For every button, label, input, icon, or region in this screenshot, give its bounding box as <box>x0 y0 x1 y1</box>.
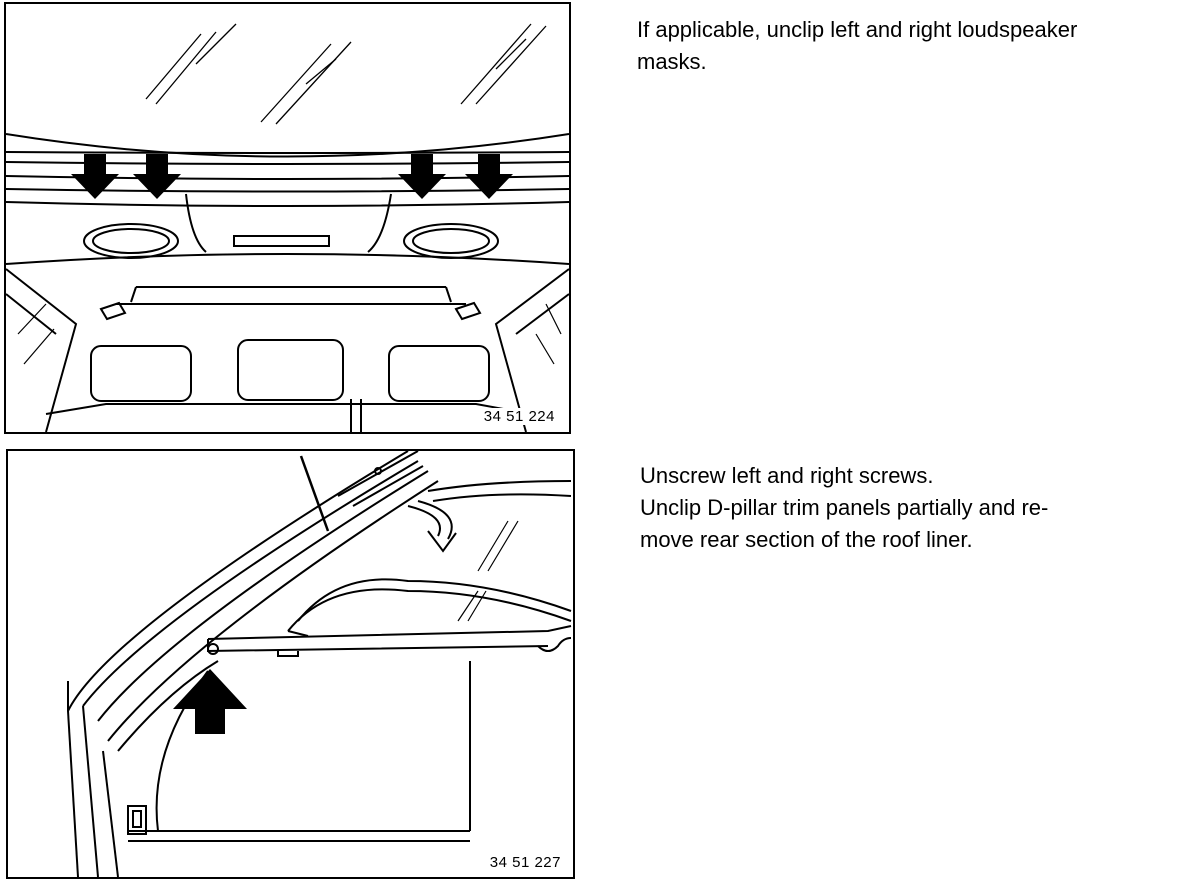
up-arrow-icon <box>173 669 247 734</box>
d-pillar-drawing <box>67 451 572 877</box>
caption-line: Unscrew left and right screws. <box>640 463 934 488</box>
caption-line: masks. <box>637 49 707 74</box>
figure-number: 34 51 227 <box>487 854 563 871</box>
rear-shelf-drawing <box>6 23 569 432</box>
caption-line: move rear section of the roof liner. <box>640 527 973 552</box>
caption-line: If applicable, unclip left and right lou… <box>637 17 1078 42</box>
step-caption: If applicable, unclip left and right lou… <box>637 14 1197 78</box>
illustration-d-pillar-trim: 34 51 227 <box>6 449 575 879</box>
caption-line: Unclip D-pillar trim panels partially an… <box>640 495 1049 520</box>
illustration-rear-shelf-speakers: 34 51 224 <box>4 2 571 434</box>
down-arrow-icon <box>71 154 513 199</box>
figure-number: 34 51 224 <box>481 408 557 425</box>
curved-arrow-icon <box>407 500 457 553</box>
step-caption: Unscrew left and right screws. Unclip D-… <box>640 460 1195 556</box>
